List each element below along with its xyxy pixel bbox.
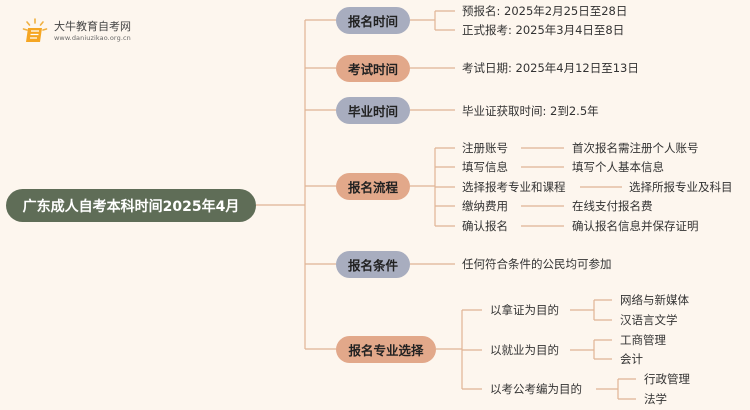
step-fill-info-desc: 填写个人基本信息 [572,160,664,174]
step-choose-major-desc: 选择所报专业及科目 [629,180,733,194]
root-node: 广东成人自考本科时间2025年4月 [6,189,256,222]
major-chinese-literature: 汉语言文学 [620,313,678,327]
logo-icon [22,18,48,42]
logo-name: 大牛教育自考网 [54,19,131,33]
leaf-graduation-period: 毕业证获取时间: 2到2.5年 [462,104,599,118]
branch-graduation-time: 毕业时间 [336,97,410,124]
leaf-exam-date: 考试日期: 2025年4月12日至13日 [462,61,639,75]
logo-url: www.daniuzikao.org.cn [54,33,131,42]
branch-registration-time: 报名时间 [336,7,410,34]
branch-registration-process: 报名流程 [336,173,410,200]
step-confirm: 确认报名 [462,219,508,233]
step-fill-info: 填写信息 [462,160,508,174]
major-law: 法学 [644,392,667,406]
site-logo[interactable]: 大牛教育自考网 www.daniuzikao.org.cn [22,18,131,44]
step-pay-fee-desc: 在线支付报名费 [572,199,653,213]
major-network-media: 网络与新媒体 [620,293,689,307]
step-confirm-desc: 确认报名信息并保存证明 [572,219,699,233]
g0-bracket [593,299,612,321]
major-public-admin: 行政管理 [644,372,690,386]
leaf-conditions: 任何符合条件的公民均可参加 [462,257,612,271]
g2-bracket [617,378,636,400]
step-pay-fee: 缴纳费用 [462,199,508,213]
branch-registration-conditions: 报名条件 [336,251,410,278]
step-choose-major: 选择报考专业和课程 [462,180,566,194]
branch-exam-time: 考试时间 [336,55,410,82]
group-certificate: 以拿证为目的 [490,303,559,317]
major-business-admin: 工商管理 [620,333,666,347]
g1-bracket [593,339,612,360]
major-accounting: 会计 [620,352,643,366]
b0-ticks [435,10,455,31]
leaf-formal-registration: 正式报考: 2025年3月4日至8日 [462,23,625,37]
step-register-account: 注册账号 [462,141,508,155]
step-register-account-desc: 首次报名需注册个人账号 [572,141,699,155]
group-civil-service: 以考公考编为目的 [490,382,582,396]
branch-major-selection: 报名专业选择 [336,336,436,363]
group-employment: 以就业为目的 [490,343,559,357]
leaf-pre-registration: 预报名: 2025年2月25日至28日 [462,4,628,18]
